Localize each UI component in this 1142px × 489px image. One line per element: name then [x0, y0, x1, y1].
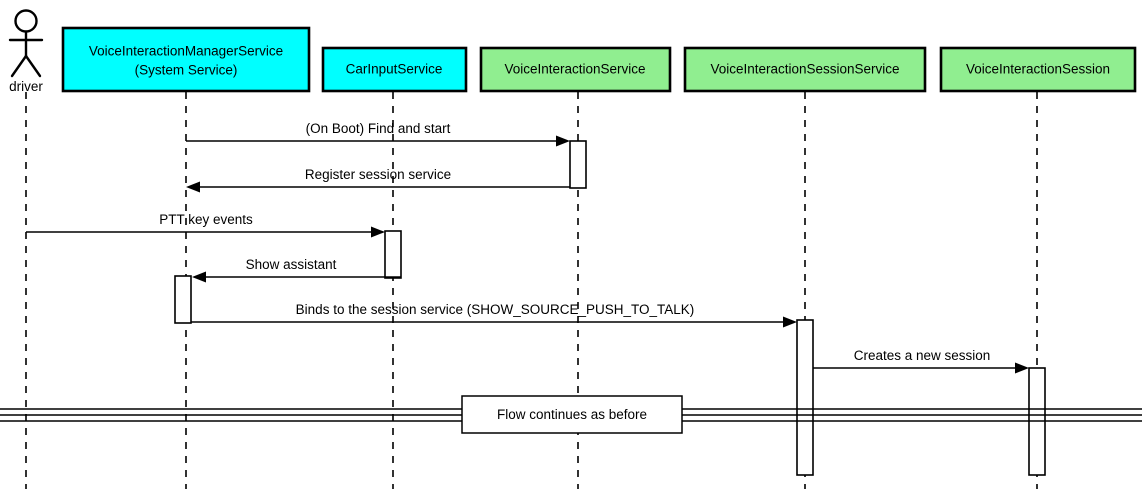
message-label-m6: Creates a new session: [854, 348, 991, 363]
message-on-boot-find-and-start[interactable]: (On Boot) Find and start: [186, 121, 570, 147]
participant-box-vis[interactable]: [479, 46, 672, 93]
participant-label-vims-line1: VoiceInteractionManagerService: [89, 44, 283, 59]
message-show-assistant[interactable]: Show assistant: [192, 257, 401, 283]
participant-box-carinput[interactable]: [321, 46, 468, 93]
participant-carinput[interactable]: CarInputService: [321, 46, 468, 93]
message-binds-to-session-service[interactable]: Binds to the session service (SHOW_SOURC…: [191, 302, 797, 328]
message-label-m1: (On Boot) Find and start: [306, 121, 451, 136]
message-label-m5: Binds to the session service (SHOW_SOURC…: [296, 302, 695, 317]
message-arrowhead-m3: [371, 226, 385, 238]
message-arrowhead-m1: [556, 135, 570, 147]
actor-driver[interactable]: driver: [8, 9, 43, 95]
participant-box-vsessionservice[interactable]: [683, 46, 927, 93]
message-label-m2: Register session service: [305, 167, 451, 182]
participant-vims[interactable]: VoiceInteractionManagerService (System S…: [61, 26, 311, 93]
actor-label-driver: driver: [9, 79, 43, 94]
participant-box-vsession[interactable]: [939, 46, 1137, 93]
activation-bar-vsessionservice: [796, 319, 814, 476]
message-label-m4: Show assistant: [246, 257, 337, 272]
actor-right-leg-icon: [24, 54, 42, 78]
participant-vsessionservice[interactable]: VoiceInteractionSessionService: [683, 46, 927, 93]
participant-label-vis: VoiceInteractionService: [504, 62, 645, 77]
flow-break-note-label: Flow continues as before: [497, 407, 647, 422]
participant-vis[interactable]: VoiceInteractionService: [479, 46, 672, 93]
activation-bar-carinput: [384, 230, 402, 279]
message-arrowhead-m6: [1015, 362, 1029, 374]
message-label-m3: PTT key events: [159, 212, 253, 227]
flow-break-note-box: [461, 395, 683, 434]
participant-box-vims[interactable]: [61, 26, 311, 93]
actor-head-icon: [14, 9, 38, 33]
message-creates-a-new-session[interactable]: Creates a new session: [813, 348, 1029, 374]
message-arrowhead-m2: [186, 181, 200, 193]
message-ptt-key-events[interactable]: PTT key events: [26, 212, 385, 238]
message-arrowhead-m4: [192, 271, 206, 283]
participant-label-vsession: VoiceInteractionSession: [966, 62, 1110, 77]
message-arrowhead-m5: [783, 316, 797, 328]
participant-label-vsessionservice: VoiceInteractionSessionService: [710, 62, 899, 77]
activation-bar-vis: [569, 140, 587, 189]
activation-bar-vims: [174, 275, 192, 324]
participant-vsession[interactable]: VoiceInteractionSession: [939, 46, 1137, 93]
flow-break-divider: Flow continues as before: [0, 395, 1142, 434]
actor-left-leg-icon: [10, 54, 28, 78]
participant-label-carinput: CarInputService: [346, 62, 443, 77]
participant-label-vims-line2: (System Service): [135, 63, 238, 78]
message-register-session-service[interactable]: Register session service: [186, 167, 570, 193]
